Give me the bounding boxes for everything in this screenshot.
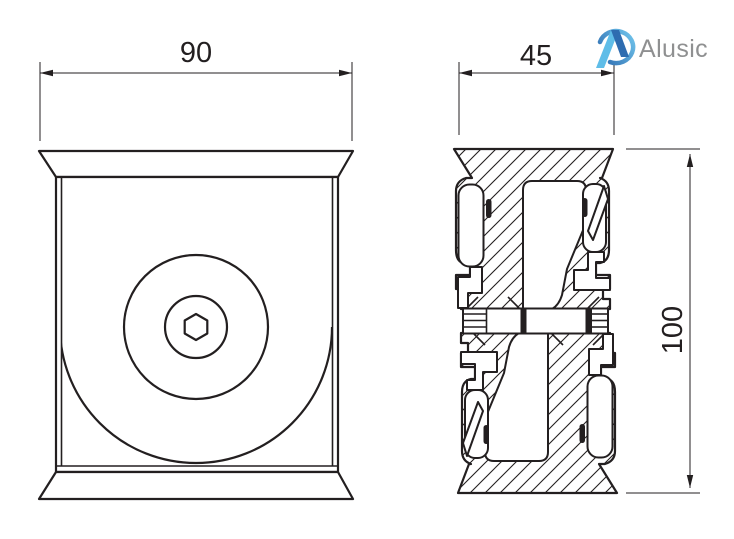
dim-value-section-depth: 45 [520, 40, 552, 72]
center-slot [522, 180, 587, 310]
seal-tick-icon [582, 198, 588, 217]
bottom-flange [37, 470, 355, 501]
arrowhead-left-icon [459, 69, 472, 77]
axle-edge-left [520, 308, 527, 334]
dimension-100: 100 [626, 148, 700, 494]
front-view: 90 [37, 37, 355, 501]
roller-arc [61, 327, 333, 465]
arrowhead-down-icon [686, 475, 694, 488]
left-lobe-cavity [457, 183, 485, 268]
middle-band [462, 296, 609, 346]
seal-tick-icon [486, 199, 492, 218]
alusic-logo: Alusic [596, 28, 708, 68]
dimension-90: 90 [39, 37, 353, 141]
top-flange [37, 149, 355, 179]
logo-mark-icon [596, 28, 636, 68]
dimension-45: 45 [458, 40, 615, 135]
dim-value-front-width: 90 [180, 37, 212, 69]
washer-circle [122, 253, 270, 401]
logo-swoosh [597, 28, 636, 66]
arrowhead-right-icon [339, 69, 352, 77]
arrowhead-up-icon [686, 154, 694, 167]
left-step-cavity [457, 266, 483, 309]
right-step-cavity [573, 251, 611, 291]
ladder-right [592, 313, 607, 328]
body-outline [54, 175, 340, 474]
dim-value-section-height: 100 [657, 306, 689, 354]
arrowhead-left-icon [40, 69, 53, 77]
section-view: 45 [452, 40, 700, 495]
chamfer-lines [466, 296, 605, 346]
arrowhead-right-icon [601, 69, 614, 77]
section-top-half [452, 147, 615, 311]
screw-head-circle [163, 294, 229, 360]
logo-a-right-stroke [611, 30, 629, 57]
slant-wedge-cavity [587, 185, 609, 241]
axle-edge-right [585, 308, 592, 334]
logo-wordmark: Alusic [639, 35, 708, 63]
ladder-left [464, 313, 486, 328]
logo-a-left-stroke [596, 30, 619, 68]
section-bottom-half [456, 331, 619, 495]
hex-socket-icon [183, 312, 209, 342]
